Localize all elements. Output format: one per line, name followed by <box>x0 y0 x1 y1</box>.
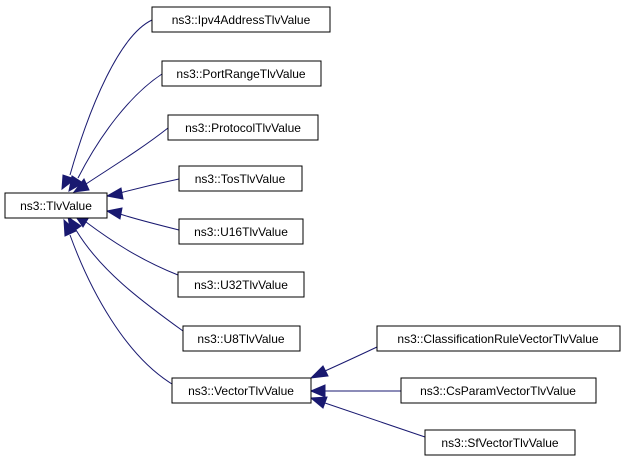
node-label: ns3::U8TlvValue <box>197 332 284 346</box>
node-u16-tlv-value[interactable]: ns3::U16TlvValue <box>178 218 304 245</box>
node-label: ns3::PortRangeTlvValue <box>176 67 306 81</box>
edge-u8-to-tlv-value <box>67 215 184 332</box>
node-label: ns3::ProtocolTlvValue <box>185 121 301 135</box>
node-label: ns3::Ipv4AddressTlvValue <box>172 13 311 27</box>
node-tlv-value[interactable]: ns3::TlvValue <box>4 192 108 219</box>
edge-classification-rule-to-vector <box>309 346 378 379</box>
node-label: ns3::U16TlvValue <box>194 225 288 239</box>
node-label: ns3::U32TlvValue <box>194 278 288 292</box>
node-u32-tlv-value[interactable]: ns3::U32TlvValue <box>177 271 305 298</box>
node-label: ns3::VectorTlvValue <box>188 384 294 398</box>
edge-vector-to-tlv-value <box>63 218 173 385</box>
node-tos-tlv-value[interactable]: ns3::TosTlvValue <box>178 165 303 192</box>
edge-u32-to-tlv-value <box>72 213 179 276</box>
node-label: ns3::ClassificationRuleVectorTlvValue <box>397 332 599 346</box>
edge-ipv4-address-to-tlv-value <box>61 19 153 191</box>
edge-tos-to-tlv-value <box>105 178 180 200</box>
node-u8-tlv-value[interactable]: ns3::U8TlvValue <box>182 325 301 352</box>
edge-sf-vector-to-vector <box>309 396 426 438</box>
edge-port-range-to-tlv-value <box>68 73 163 192</box>
node-label: ns3::TosTlvValue <box>195 172 286 186</box>
node-label: ns3::TlvValue <box>20 199 92 213</box>
node-classification-rule-vector-tlv-value[interactable]: ns3::ClassificationRuleVectorTlvValue <box>376 325 621 352</box>
edge-cs-param-to-vector <box>309 384 401 398</box>
node-ipv4-address-tlv-value[interactable]: ns3::Ipv4AddressTlvValue <box>151 6 331 33</box>
edge-protocol-to-tlv-value <box>72 127 169 193</box>
edge-u16-to-tlv-value <box>105 207 180 231</box>
node-protocol-tlv-value[interactable]: ns3::ProtocolTlvValue <box>167 114 319 141</box>
node-port-range-tlv-value[interactable]: ns3::PortRangeTlvValue <box>161 60 322 87</box>
node-label: ns3::CsParamVectorTlvValue <box>420 384 576 398</box>
node-label: ns3::SfVectorTlvValue <box>441 436 558 450</box>
node-sf-vector-tlv-value[interactable]: ns3::SfVectorTlvValue <box>424 429 576 456</box>
node-cs-param-vector-tlv-value[interactable]: ns3::CsParamVectorTlvValue <box>400 377 597 404</box>
node-vector-tlv-value[interactable]: ns3::VectorTlvValue <box>171 377 312 404</box>
